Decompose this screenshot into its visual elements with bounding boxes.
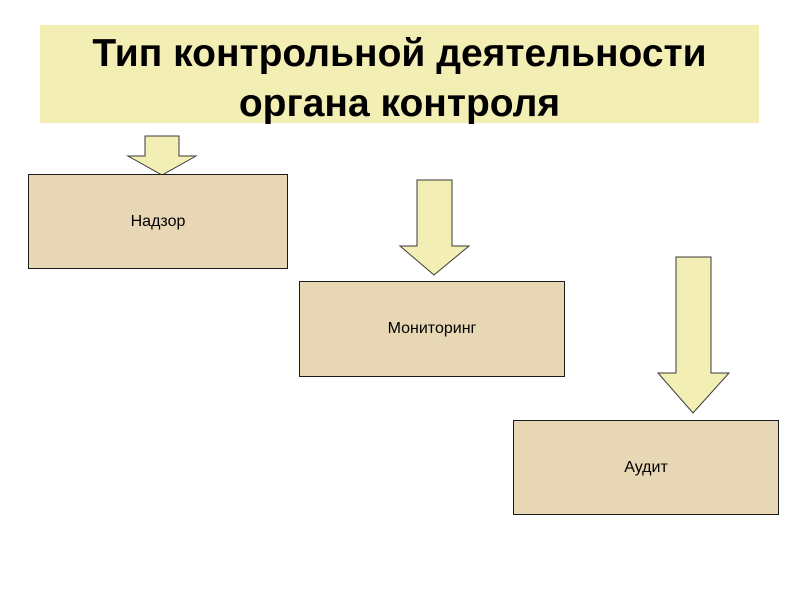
- down-arrow-icon: [656, 256, 731, 414]
- node-monitoring-label: Мониторинг: [387, 320, 477, 337]
- page-title: Тип контрольной деятельности органа конт…: [40, 25, 759, 125]
- node-nadzor: Надзор: [28, 174, 288, 269]
- down-arrow-icon: [398, 179, 471, 276]
- title-line-2: органа контроля: [238, 82, 561, 125]
- node-monitoring: Мониторинг: [299, 281, 565, 377]
- node-audit: Аудит: [513, 420, 779, 515]
- down-arrow-icon: [126, 135, 198, 176]
- node-nadzor-label: Надзор: [130, 212, 186, 230]
- title-line-1: Тип контрольной деятельности: [92, 32, 707, 75]
- node-audit-label: Аудит: [624, 458, 668, 476]
